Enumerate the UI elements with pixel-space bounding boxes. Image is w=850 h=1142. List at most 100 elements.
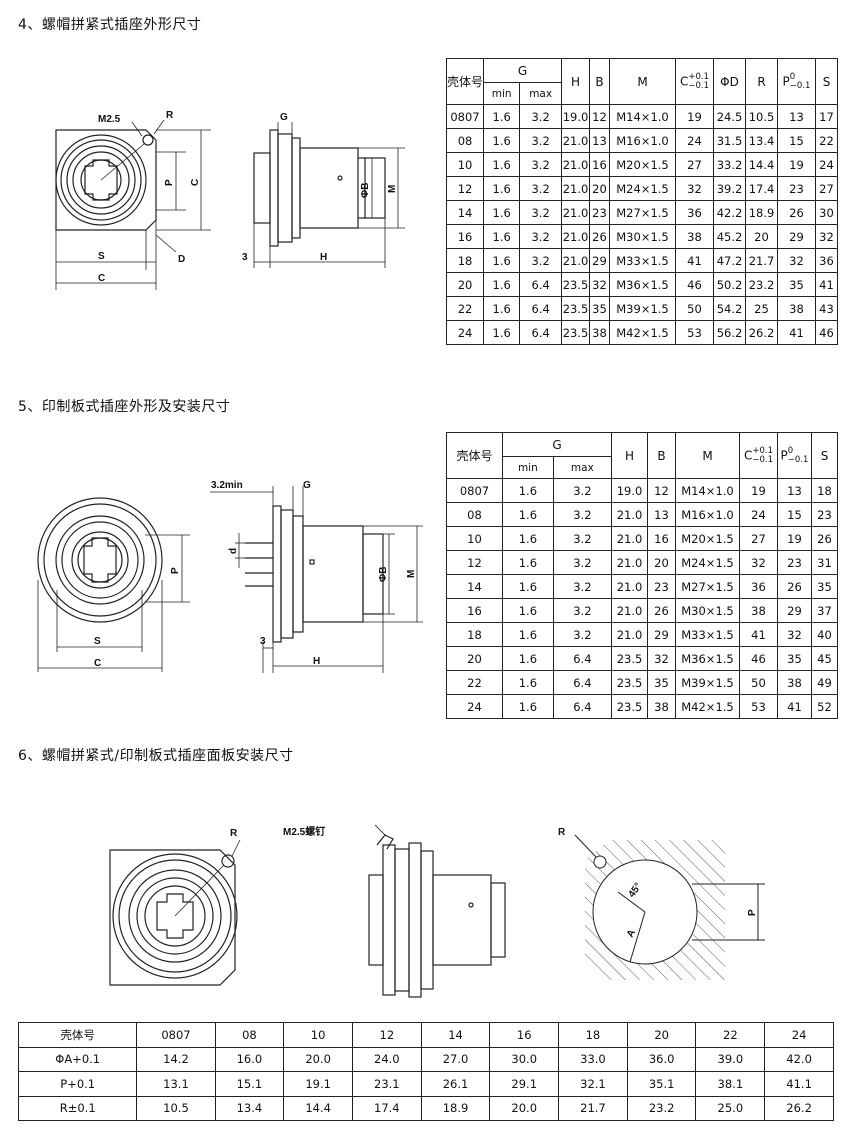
table-cell: 19 [739, 478, 778, 503]
table-cell: 21.0 [561, 176, 590, 201]
table-cell: 19.0 [561, 104, 590, 129]
table-cell: 12 [589, 104, 610, 129]
table-cell: 14 [420, 1022, 491, 1048]
table-cell: 13 [777, 104, 816, 129]
table-cell: 26.2 [764, 1095, 834, 1121]
table-cell: 6.4 [552, 694, 613, 719]
row-label-cell: 10 [446, 526, 503, 551]
fig5-3-label: 3 [260, 636, 266, 647]
header-g: G [502, 432, 612, 457]
table-cell: 13 [647, 502, 676, 527]
table-cell: 13 [777, 478, 812, 503]
table-cell: 10.5 [136, 1095, 216, 1121]
fig4-d-label: D [178, 254, 185, 265]
table-cell: 20.0 [489, 1095, 560, 1121]
header-m: M [609, 58, 676, 105]
row-label-cell: 16 [445, 224, 485, 249]
table-cell: 23.5 [611, 694, 648, 719]
table-cell: 56.2 [713, 320, 746, 345]
fig4-front-view: M2.5 R P C S C D [36, 100, 226, 300]
fig6-front-view: R [100, 820, 260, 1000]
section-4-title: 4、螺帽拼紧式插座外形尺寸 [18, 17, 202, 33]
table-cell: 36 [815, 248, 838, 273]
table-cell: M30×1.5 [609, 224, 676, 249]
row-label-cell: 12 [446, 550, 503, 575]
fig4-c2-label: C [98, 273, 105, 284]
table-cell: 13.4 [745, 128, 778, 153]
table-cell: 35 [777, 646, 812, 671]
table-cell: 41 [777, 320, 816, 345]
table-cell: 21.0 [561, 224, 590, 249]
table-cell: 38 [777, 670, 812, 695]
table-cell: 1.6 [483, 272, 521, 297]
table-cell: M27×1.5 [675, 574, 740, 599]
table-cell: 15 [777, 502, 812, 527]
table-cell: 19 [675, 104, 714, 129]
header-g: G [483, 58, 562, 83]
table-cell: 45 [811, 646, 838, 671]
table-cell: 31 [811, 550, 838, 575]
table-cell: 10 [283, 1022, 353, 1048]
table-cell: 08 [214, 1022, 285, 1048]
table-cell: 38 [647, 694, 676, 719]
fig5-m-label: M [406, 570, 417, 578]
table-cell: 10.5 [745, 104, 778, 129]
header-g-min: min [483, 82, 521, 105]
table-cell: 21.0 [611, 574, 648, 599]
table-cell: 27.0 [420, 1046, 491, 1072]
table-pcb-socket-dimensions: 壳体号 G H B M C+0.1−0.1 P0−0.1 S min max 0… [446, 432, 838, 719]
table-cell: 29 [589, 248, 610, 273]
table-cell: 24 [675, 128, 714, 153]
row-label-cell: 壳体号 [17, 1022, 138, 1048]
table-cell: 23.5 [611, 646, 648, 671]
table-cell: 21.0 [611, 526, 648, 551]
header-s: S [811, 432, 838, 479]
row-label-cell: 24 [446, 694, 503, 719]
table-cell: 23.5 [561, 296, 590, 321]
table-cell: 21.7 [745, 248, 778, 273]
fig5-c-label: C [94, 658, 101, 669]
table-cell: M33×1.5 [609, 248, 676, 273]
row-label-cell: 20 [446, 646, 503, 671]
table-cell: M42×1.5 [609, 320, 676, 345]
table-cell: 53 [675, 320, 714, 345]
table-cell: 16 [589, 152, 610, 177]
table-cell: 23 [777, 550, 812, 575]
fig5-s-label: S [94, 636, 101, 647]
table-cell: 3.2 [519, 152, 562, 177]
fig5-d-label: d [228, 548, 239, 554]
table-cell: 42.2 [713, 200, 746, 225]
table-cell: 1.6 [483, 248, 521, 273]
table-cell: 46 [739, 646, 778, 671]
table-cell: 21.0 [561, 248, 590, 273]
header-p: P0−0.1 [777, 432, 812, 479]
header-r: R [745, 58, 778, 105]
table-cell: 1.6 [483, 200, 521, 225]
row-label-cell: 0807 [445, 104, 485, 129]
fig4-phib-label: ΦB [360, 183, 371, 198]
table-cell: 1.6 [502, 694, 554, 719]
table-cell: 35 [811, 574, 838, 599]
table-cell: 41 [675, 248, 714, 273]
header-s: S [815, 58, 838, 105]
header-g-max: max [552, 456, 613, 479]
table-cell: 1.6 [483, 224, 521, 249]
table-cell: 1.6 [483, 152, 521, 177]
table-cell: 24 [739, 502, 778, 527]
table-cell: M30×1.5 [675, 598, 740, 623]
table-cell: 3.2 [552, 502, 613, 527]
table-cell: 21.0 [561, 128, 590, 153]
table-cell: 24 [815, 152, 838, 177]
table-cell: 3.2 [552, 550, 613, 575]
table-cell: 23.5 [561, 272, 590, 297]
